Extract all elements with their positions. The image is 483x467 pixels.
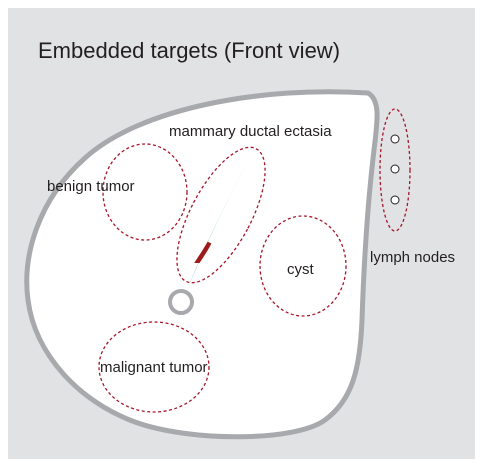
benign-tumor-label: benign tumor: [47, 178, 135, 195]
lymph-nodes-label: lymph nodes: [370, 249, 455, 266]
malignant-tumor-region: [98, 321, 210, 413]
ductal-ectasia-label: mammary ductal ectasia: [169, 123, 332, 140]
breast-outline: [24, 89, 380, 440]
cyst-region: [259, 215, 347, 317]
benign-tumor-region: [102, 143, 188, 241]
cyst-label: cyst: [287, 261, 315, 278]
title: Embedded targets (Front view): [38, 38, 340, 63]
lymph-node-icon: [390, 134, 400, 144]
lymph-nodes-region: [379, 108, 411, 232]
duct-lesion: [194, 241, 212, 263]
lymph-node-icon: [390, 164, 400, 174]
ductal-ectasia-region: [176, 146, 266, 284]
lymph-node-icon: [390, 195, 400, 205]
nipple-icon: [168, 289, 194, 315]
malignant-tumor-label: malignant tumor: [100, 359, 208, 376]
